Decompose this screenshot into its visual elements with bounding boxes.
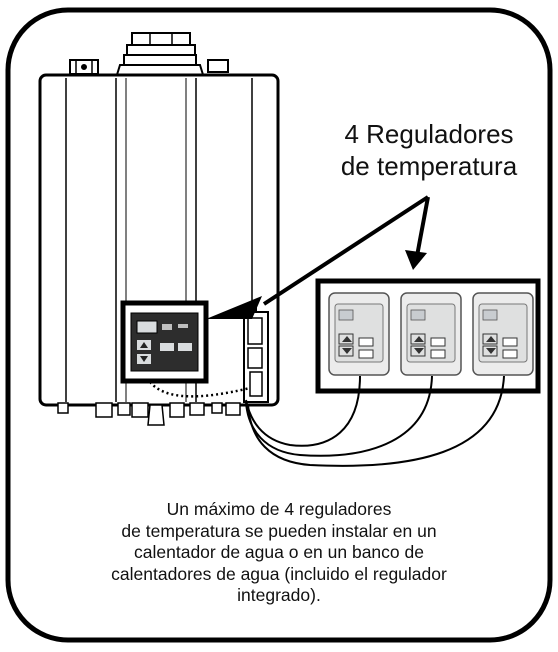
callout-line-2: de temperatura (340, 151, 518, 181)
callout-line-1: 4 Reguladores (344, 119, 514, 149)
remote-controller-1 (328, 292, 390, 376)
caption-line-5: integrado). (237, 585, 321, 605)
callout-title: 4 Reguladores de temperatura (300, 118, 558, 182)
caption-line-2: de temperatura se pueden instalar en un (121, 520, 437, 541)
caption-line-3: calentador de agua o en un banco de (134, 542, 424, 562)
caption-text: Un máximo de 4 reguladores de temperatur… (40, 499, 518, 607)
remote-controller-2 (400, 292, 462, 376)
callout-arrows (206, 195, 430, 319)
integrated-controller (120, 300, 209, 384)
water-heater (38, 32, 280, 426)
remote-controller-3 (472, 292, 534, 376)
controller-cables (245, 375, 505, 467)
caption-line-4: calentadores de agua (incluido el regula… (111, 563, 447, 584)
integrated-controller-wire (149, 381, 251, 398)
caption-line-1: Un máximo de 4 reguladores (166, 499, 392, 519)
